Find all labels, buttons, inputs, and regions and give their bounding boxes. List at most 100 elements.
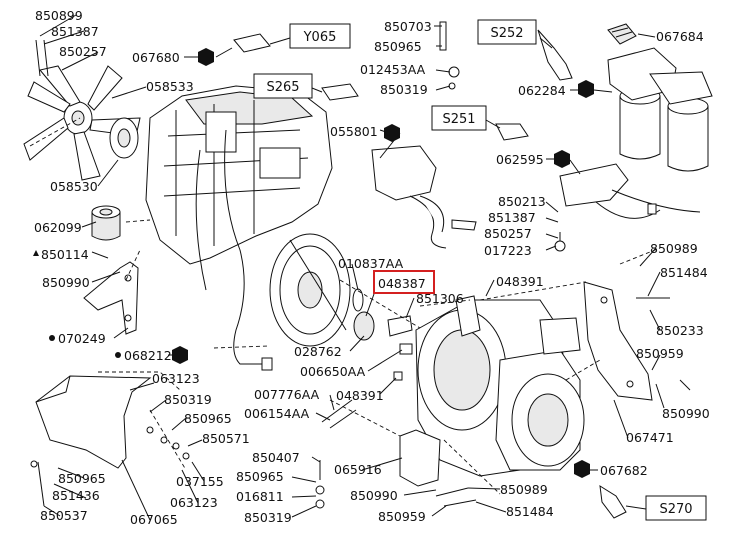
part-label[interactable]: 850319: [164, 392, 212, 407]
dot-marker-068212: [115, 352, 121, 358]
hex-marker-055801: [384, 124, 400, 142]
part-label[interactable]: 037155: [176, 474, 224, 489]
filter-cap-icon: [607, 23, 637, 45]
part-label[interactable]: 850233: [656, 323, 704, 338]
part-label[interactable]: 850257: [484, 226, 532, 241]
pump-bracket-drawing: [583, 281, 653, 401]
part-label[interactable]: 851484: [660, 265, 708, 280]
part-label[interactable]: 850965: [184, 411, 232, 426]
engine-drawing: [145, 85, 333, 371]
oil-filter-drawing: [91, 205, 121, 241]
part-label[interactable]: 851484: [506, 504, 554, 519]
part-label[interactable]: 850990: [42, 275, 90, 290]
part-label[interactable]: 850959: [636, 346, 684, 361]
part-label[interactable]: 006650AA: [300, 364, 366, 379]
highlighted-part-label[interactable]: 048387: [378, 276, 426, 291]
part-label[interactable]: 055801: [330, 124, 378, 139]
part-label[interactable]: 850213: [498, 194, 546, 209]
part-label[interactable]: 850989: [500, 482, 548, 497]
filter-assembly-drawing: [607, 23, 713, 172]
sensor-box-y065[interactable]: Y065: [289, 23, 351, 49]
part-label[interactable]: 062284: [518, 83, 566, 98]
part-label[interactable]: 067471: [626, 430, 674, 445]
sensor-label-s270: S270: [659, 502, 692, 517]
part-label[interactable]: 012453AA: [360, 62, 426, 77]
hex-marker-067680: [198, 48, 214, 66]
sensor-box-s252[interactable]: S252: [477, 19, 537, 45]
part-label[interactable]: 017223: [484, 243, 532, 258]
part-label[interactable]: 065916: [334, 462, 382, 477]
part-label[interactable]: 028762: [294, 344, 342, 359]
part-label[interactable]: 068212: [124, 348, 172, 363]
part-label[interactable]: 048391: [496, 274, 544, 289]
shield-plate-drawing: [35, 375, 152, 469]
part-label[interactable]: 850537: [40, 508, 88, 523]
part-label[interactable]: 850319: [244, 510, 292, 525]
seal-drawings: [352, 288, 413, 381]
leader-lines: [39, 14, 665, 521]
part-label[interactable]: 850257: [59, 44, 107, 59]
dot-marker-070249: [49, 335, 55, 341]
part-label[interactable]: 067680: [132, 50, 180, 65]
sensor-label-y065: Y065: [303, 30, 337, 45]
part-label[interactable]: 850990: [662, 406, 710, 421]
part-label[interactable]: 850407: [252, 450, 300, 465]
triangle-marker-850114: [33, 250, 39, 256]
part-label[interactable]: 850114: [41, 247, 89, 262]
connector-drawings: [233, 21, 627, 519]
part-label[interactable]: 016811: [236, 489, 284, 504]
part-label[interactable]: 851387: [488, 210, 536, 225]
front-bracket-drawing: [83, 261, 139, 335]
part-label[interactable]: 067684: [656, 29, 704, 44]
sensor-label-s251: S251: [442, 112, 475, 127]
part-labels: 850899 851387 850257 058533 058530 06209…: [34, 8, 710, 527]
sensor-box-s270[interactable]: S270: [645, 495, 707, 521]
part-label[interactable]: 070249: [58, 331, 106, 346]
highlight-box: [373, 270, 435, 294]
part-label[interactable]: 067065: [130, 512, 178, 527]
lower-bracket-drawing: [399, 429, 441, 487]
part-label[interactable]: 851387: [51, 24, 99, 39]
hex-marker-062595: [554, 150, 570, 168]
part-label[interactable]: 850990: [350, 488, 398, 503]
ecu-drawing: [559, 163, 701, 219]
sensor-box-s265[interactable]: S265: [253, 73, 313, 99]
hex-marker-068212: [172, 346, 188, 364]
part-label[interactable]: 850989: [650, 241, 698, 256]
part-label[interactable]: 850965: [58, 471, 106, 486]
part-label[interactable]: 063123: [170, 495, 218, 510]
bolt-drawings: [35, 39, 691, 509]
part-label[interactable]: 851306: [416, 291, 464, 306]
part-label[interactable]: 851436: [52, 488, 100, 503]
pulley-drawing: [109, 117, 139, 159]
part-label[interactable]: 850965: [236, 469, 284, 484]
part-label[interactable]: 048391: [336, 388, 384, 403]
valve-drawing: [371, 145, 477, 249]
flywheel-drawing: [269, 233, 351, 347]
part-label[interactable]: 850959: [378, 509, 426, 524]
sensor-label-s252: S252: [490, 26, 523, 41]
hex-marker-067682: [574, 460, 590, 478]
part-label[interactable]: 058533: [146, 79, 194, 94]
circle-marker-850965: [30, 460, 38, 468]
part-label[interactable]: 007776AA: [254, 387, 320, 402]
part-label[interactable]: 067682: [600, 463, 648, 478]
part-label[interactable]: 006154AA: [244, 406, 310, 421]
part-label[interactable]: 062595: [496, 152, 544, 167]
part-label[interactable]: 850319: [380, 82, 428, 97]
fan-drawing: [23, 65, 141, 181]
sensor-box-s251[interactable]: S251: [431, 105, 487, 131]
part-label[interactable]: 850899: [35, 8, 83, 23]
part-label[interactable]: 010837AA: [338, 256, 404, 271]
part-label[interactable]: 062099: [34, 220, 82, 235]
part-label[interactable]: 058530: [50, 179, 98, 194]
sensor-label-s265: S265: [266, 80, 299, 95]
dashed-guides: [29, 117, 661, 495]
pump-assembly-drawing: [415, 295, 585, 477]
part-label[interactable]: 850965: [374, 39, 422, 54]
part-label[interactable]: 850571: [202, 431, 250, 446]
part-label[interactable]: 063123: [152, 371, 200, 386]
part-label[interactable]: 850703: [384, 19, 432, 34]
